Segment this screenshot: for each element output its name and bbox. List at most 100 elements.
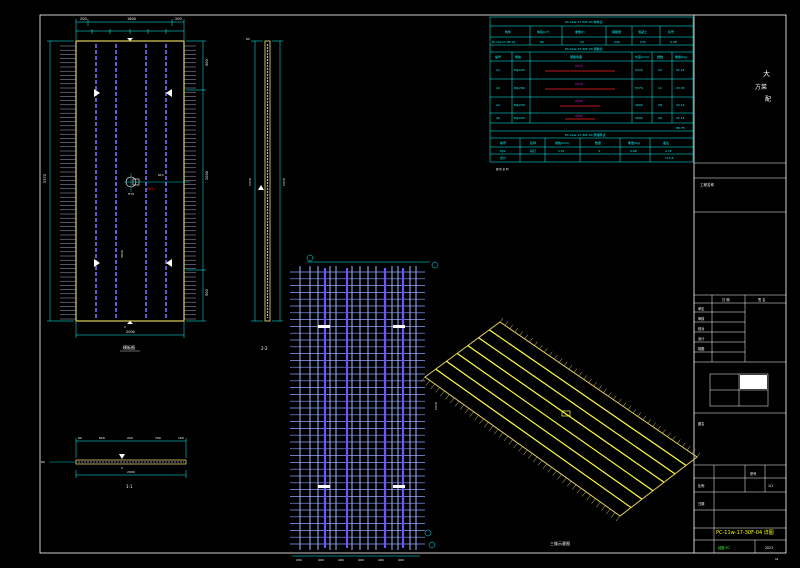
plan-rebars bbox=[95, 44, 167, 318]
company-name: 方菜 bbox=[755, 83, 767, 91]
iso-edge-tick bbox=[563, 361, 568, 367]
rt-r0c1: 8@200 bbox=[514, 68, 525, 72]
iso-edge-tick bbox=[544, 348, 548, 353]
rt-r1c2: 5370 bbox=[575, 82, 583, 86]
rebar-mesh-vertical bbox=[299, 266, 417, 550]
ct-r0: PC-11w-17-30F-04 bbox=[492, 40, 515, 44]
section-11-label: 1-1 bbox=[126, 484, 133, 489]
rebar-axis-marker-2 bbox=[431, 261, 439, 269]
bottom-right-code: 2023 bbox=[765, 546, 773, 550]
ct-r3: 240 bbox=[614, 40, 620, 44]
section-22-label: 2-2 bbox=[261, 346, 268, 351]
plan-dim-top-2: 1600 bbox=[127, 17, 136, 21]
iso-edge-tick bbox=[637, 412, 642, 417]
bottom-left-code: 结施-PC bbox=[718, 545, 730, 550]
iso-edge-tick bbox=[627, 405, 632, 410]
iso-edge-tick bbox=[642, 415, 647, 421]
rt-r1c1: 8@200 bbox=[514, 86, 525, 90]
rebar-dim-6: 400 bbox=[398, 558, 404, 562]
notes-label: 图 纸 说 明 bbox=[496, 167, 509, 171]
iso-edge-tick bbox=[524, 334, 528, 340]
iso-edge-tick bbox=[425, 380, 431, 386]
iso-edge-tick bbox=[430, 383, 435, 390]
iso-edge-tick bbox=[519, 331, 523, 336]
iso-edge-tick bbox=[440, 390, 445, 397]
ct-r5: 0.28 bbox=[670, 40, 677, 44]
rt-r1c5: 23.33 bbox=[676, 86, 685, 90]
section-22-dim-top: 60 bbox=[246, 37, 250, 41]
rt-r3c3: 2000 bbox=[635, 116, 643, 120]
plan-mark-615: 615 bbox=[158, 173, 164, 177]
iso-edge-tick bbox=[588, 378, 592, 383]
iso-view: 三维示意图 bbox=[420, 317, 701, 546]
section-22-dim-right: 5370 bbox=[282, 178, 286, 186]
plan-left-dimension bbox=[47, 40, 74, 322]
plan-dim-left: 5370 bbox=[43, 174, 47, 183]
drawing-frame bbox=[39, 14, 787, 554]
iso-edge-tick bbox=[508, 439, 513, 445]
iso-edge-tick bbox=[581, 491, 587, 497]
rebar-dim-5: 400 bbox=[378, 558, 384, 562]
plan-dim-top-3: 200 bbox=[175, 17, 182, 21]
rebar-main-bars bbox=[323, 268, 405, 548]
iso-edge-tick bbox=[549, 351, 553, 356]
iso-edge-tick bbox=[596, 501, 601, 508]
iso-edge-tick bbox=[489, 425, 494, 431]
iso-edge-tick bbox=[682, 442, 686, 448]
rt-r2c2: 2000 bbox=[575, 99, 583, 103]
ct-r2: 16 bbox=[580, 40, 584, 44]
iso-edge-tick bbox=[583, 375, 587, 380]
rt-r2c4: 28 bbox=[658, 103, 662, 107]
section-11-dim-3: 200 bbox=[127, 436, 133, 440]
et-r1c5: 113.5 bbox=[665, 156, 674, 160]
et-h2: 规格(mm) bbox=[555, 140, 569, 145]
iso-edge-tick bbox=[615, 515, 621, 522]
iso-edge-tick bbox=[696, 452, 701, 458]
iso-edge-tick bbox=[558, 358, 563, 363]
title-block bbox=[694, 162, 786, 553]
rt-r0c2: 5370 bbox=[575, 64, 583, 68]
rt-h1: 规格 bbox=[515, 54, 521, 59]
iso-edge-tick bbox=[532, 456, 538, 463]
et-r0c2: 2.5t bbox=[558, 149, 565, 153]
rt-r2c3: 2000 bbox=[635, 103, 643, 107]
rebar-axis-marker-4 bbox=[428, 541, 436, 549]
iso-edge-tick bbox=[568, 365, 573, 370]
ct-h5: 标号 bbox=[668, 29, 674, 34]
section-11-dim-1: 60 bbox=[78, 436, 82, 440]
rt-h3: 长度(mm) bbox=[635, 54, 649, 59]
company-sub: 配 bbox=[765, 96, 771, 103]
iso-edge-tick bbox=[542, 463, 548, 470]
corner-code: A2 bbox=[775, 557, 779, 561]
rebar-dim-3: 400 bbox=[338, 558, 344, 562]
iso-edge-tick bbox=[514, 327, 518, 333]
title-block-logo bbox=[740, 375, 767, 389]
plan-dim-right-1: 500 bbox=[205, 59, 209, 66]
et-h0: 编号 bbox=[500, 140, 506, 145]
iso-edge-tick bbox=[503, 435, 509, 442]
et-r0c4: 0.68 bbox=[630, 149, 637, 153]
rt-r3c2: 2000 bbox=[575, 114, 583, 118]
section-11-mark: 2 bbox=[121, 466, 123, 470]
et-r0c0: MJ1 bbox=[500, 149, 505, 153]
rt-r3c0: 2b bbox=[496, 116, 500, 120]
plan-center-note: HY0 bbox=[128, 192, 134, 196]
plan-top-dimension-2 bbox=[76, 29, 184, 34]
iso-edge-tick bbox=[557, 474, 562, 480]
rebar-side-dim: 5370 bbox=[434, 402, 438, 410]
rebar-axis-marker-3 bbox=[424, 529, 432, 537]
et-h5: 备注 bbox=[663, 140, 669, 145]
title-block-text: 大 方菜 配 图 纸 说 明 工程名称 日 期 签 名 审定 审核 校对 设计 … bbox=[496, 69, 779, 561]
iso-edge-tick bbox=[618, 398, 622, 404]
iso-edge-tick bbox=[667, 432, 671, 437]
iso-edge-tick bbox=[469, 411, 474, 417]
rt-h2: 钢筋简图 bbox=[570, 54, 582, 59]
component-table-title: PC-11w-17-30F-04 构件表 bbox=[565, 19, 603, 24]
iso-edge-tick bbox=[450, 397, 455, 404]
et-r0c5: 2.72 bbox=[665, 149, 672, 153]
iso-edge-tick bbox=[484, 422, 489, 428]
plan-red-mark: MJ1 bbox=[147, 187, 153, 191]
section-11-left-label: 60 bbox=[41, 460, 45, 464]
section-22-body bbox=[264, 40, 271, 322]
